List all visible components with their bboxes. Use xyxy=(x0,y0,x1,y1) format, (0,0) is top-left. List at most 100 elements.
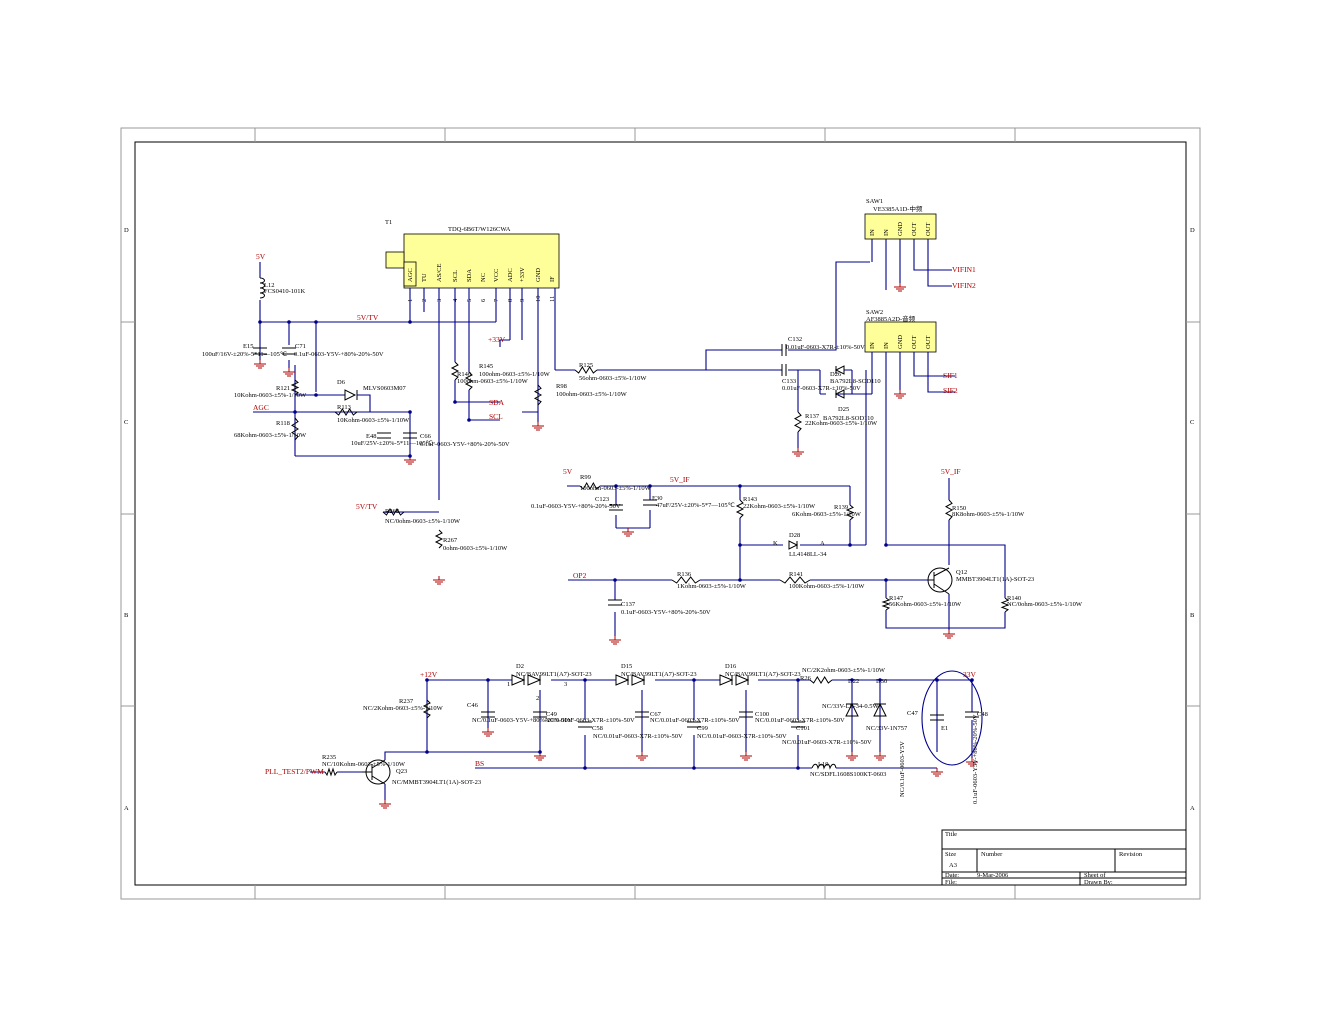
label-r139-val: 6Kohm-0603-±5%-1/10W xyxy=(792,511,862,518)
junction-dot xyxy=(613,578,617,582)
diode-d28 xyxy=(788,540,799,550)
resistor-symbol xyxy=(1000,597,1010,613)
component-symbols xyxy=(253,277,1010,785)
junction-dot xyxy=(970,678,974,682)
label-r145-val: 100ohm-0603-±5%-1/10W xyxy=(479,371,551,378)
saw2-pin-name: OUT xyxy=(925,336,932,349)
label-d2-ref: D2 xyxy=(516,663,524,670)
label-r237-val: NC/2Kohm-0603-±5%-1/10W xyxy=(363,705,444,712)
saw1-pin-name: IN xyxy=(869,229,876,236)
size-value: A3 xyxy=(949,862,957,869)
label-r99-ref: R99 xyxy=(580,474,591,481)
label-r143-val: 22Kohm-0603-±5%-1/10W xyxy=(743,503,816,510)
diode-d25 xyxy=(834,389,845,399)
diode-d22 xyxy=(845,702,859,717)
label-r98-ref: R98 xyxy=(556,383,567,390)
label-r146-val: 100ohm-0603-±5%-1/10W xyxy=(457,378,529,385)
net-agc: AGC xyxy=(253,403,269,412)
ground-icon xyxy=(894,390,906,399)
resistor-symbol xyxy=(324,767,338,777)
date-label: Date: xyxy=(945,872,959,879)
saw2-part: AF3885A2D-音频 xyxy=(866,314,916,323)
tuner-pin-name: +33V xyxy=(519,267,526,282)
label-r267-val: 0ohm-0603-±5%-1/10W xyxy=(443,545,508,552)
label-e30-ref: E30 xyxy=(652,495,662,502)
d2-pin-3: 3 xyxy=(564,681,567,688)
tuner-pin-number: 6 xyxy=(480,298,487,302)
junction-dot xyxy=(287,320,291,324)
saw1-pin-name: IN xyxy=(883,229,890,236)
tuner-t1: T1 TDQ-6B6T/W126CWA AGC1TU2AS/CE3SCL4SDA… xyxy=(385,219,560,302)
junction-dot xyxy=(583,678,587,682)
label-r139-ref: R139 xyxy=(834,504,848,511)
net-12v: +12V xyxy=(420,670,438,679)
label-c58-ref: C58 xyxy=(592,725,603,732)
label-r26-val: NC/2K2ohm-0603-±5%-1/10W xyxy=(802,667,886,674)
junction-dot xyxy=(314,320,318,324)
ground-icon xyxy=(482,728,494,737)
junction-dot xyxy=(538,750,542,754)
label-r98-val: 100ohm-0603-±5%-1/10W xyxy=(556,391,628,398)
ground-icon xyxy=(379,800,391,809)
component-labels: L12 FCS0410-101K E15 100uF/16V-±20%-5*11… xyxy=(202,282,1083,804)
net-5v-b: 5V xyxy=(563,467,573,476)
zone-a-right: A xyxy=(1190,805,1195,812)
ground-icon xyxy=(534,752,546,761)
svg-text:K: K xyxy=(773,540,778,547)
size-label: Size xyxy=(945,851,956,858)
resistor-symbol xyxy=(450,361,460,381)
ground-icon xyxy=(532,422,544,431)
net-scl: SCL xyxy=(489,412,503,421)
ground-icon xyxy=(404,456,416,465)
ground-icon xyxy=(966,758,978,767)
label-q23-ref: Q23 xyxy=(396,768,407,775)
ground-icon xyxy=(846,752,858,761)
label-d16-ref: D16 xyxy=(725,663,737,670)
label-c46-val: NC/0.1uF-0603-Y5V-+80%-20%-50V xyxy=(472,717,573,724)
net-pll-test2-pwm: PLL_TEST2/PWM xyxy=(265,767,324,776)
label-r145-ref: R145 xyxy=(479,363,493,370)
label-c133-val: 0.01uF-0603-X7R-±10%-50V xyxy=(782,385,861,392)
label-d6-val: MLVS0603M07 xyxy=(363,385,406,392)
label-r121-val: 10Kohm-0603-±5%-1/10W xyxy=(234,392,307,399)
tuner-pin-name: NC xyxy=(480,273,487,282)
label-c99-val: NC/0.01uF-0603-X7R-±10%-50V xyxy=(697,733,787,740)
diode-d6 xyxy=(344,389,358,401)
label-r146-ref: R146 xyxy=(457,371,472,378)
junction-dot xyxy=(453,400,457,404)
ground-icon xyxy=(931,768,943,777)
label-d26-val: BA792L8-SOD110 xyxy=(830,378,881,385)
label-r147-ref: R147 xyxy=(889,595,904,602)
resistor-symbol xyxy=(464,371,474,391)
ground-icon xyxy=(283,368,295,377)
d2-pin-2: 2 xyxy=(536,695,539,702)
junction-dot xyxy=(648,484,652,488)
label-c132-val: 0.01uF-0603-X7R-±10%-50V xyxy=(786,344,865,351)
zone-d-right: D xyxy=(1190,227,1195,234)
tuner-pin-number: 11 xyxy=(549,296,556,302)
zone-a-left: A xyxy=(124,805,129,812)
label-r141-ref: R141 xyxy=(789,571,803,578)
resistor-symbol xyxy=(434,529,444,549)
net-sda: SDA xyxy=(489,398,505,407)
label-r235-ref: R235 xyxy=(322,754,336,761)
resistor-symbol xyxy=(671,576,701,584)
label-r235-val: NC/10Kohm-0603-±5%-1/10W xyxy=(322,761,406,768)
resistor-symbol xyxy=(382,508,405,516)
label-l12-val: FCS0410-101K xyxy=(264,288,305,295)
label-c100-val: NC/0.01uF-0603-X7R-±10%-50V xyxy=(755,717,845,724)
saw1-part: VE3385A1D-中频 xyxy=(873,204,923,213)
saw2-pin-name: IN xyxy=(883,342,890,349)
tuner-ref: T1 xyxy=(385,219,392,226)
transistor-q12 xyxy=(927,567,953,593)
label-r143-ref: R143 xyxy=(743,496,757,503)
label-r140-val: NC/0ohm-0603-±5%-1/10W xyxy=(1007,601,1083,608)
junction-dot xyxy=(738,578,742,582)
label-c100-ref: C100 xyxy=(755,711,769,718)
caps-e48-c66 xyxy=(377,432,417,439)
label-c71-val: 0.1uF-0603-Y5V-+80%-20%-50V xyxy=(294,351,384,358)
label-d30-val: NC/33V-1N757 xyxy=(866,725,908,732)
